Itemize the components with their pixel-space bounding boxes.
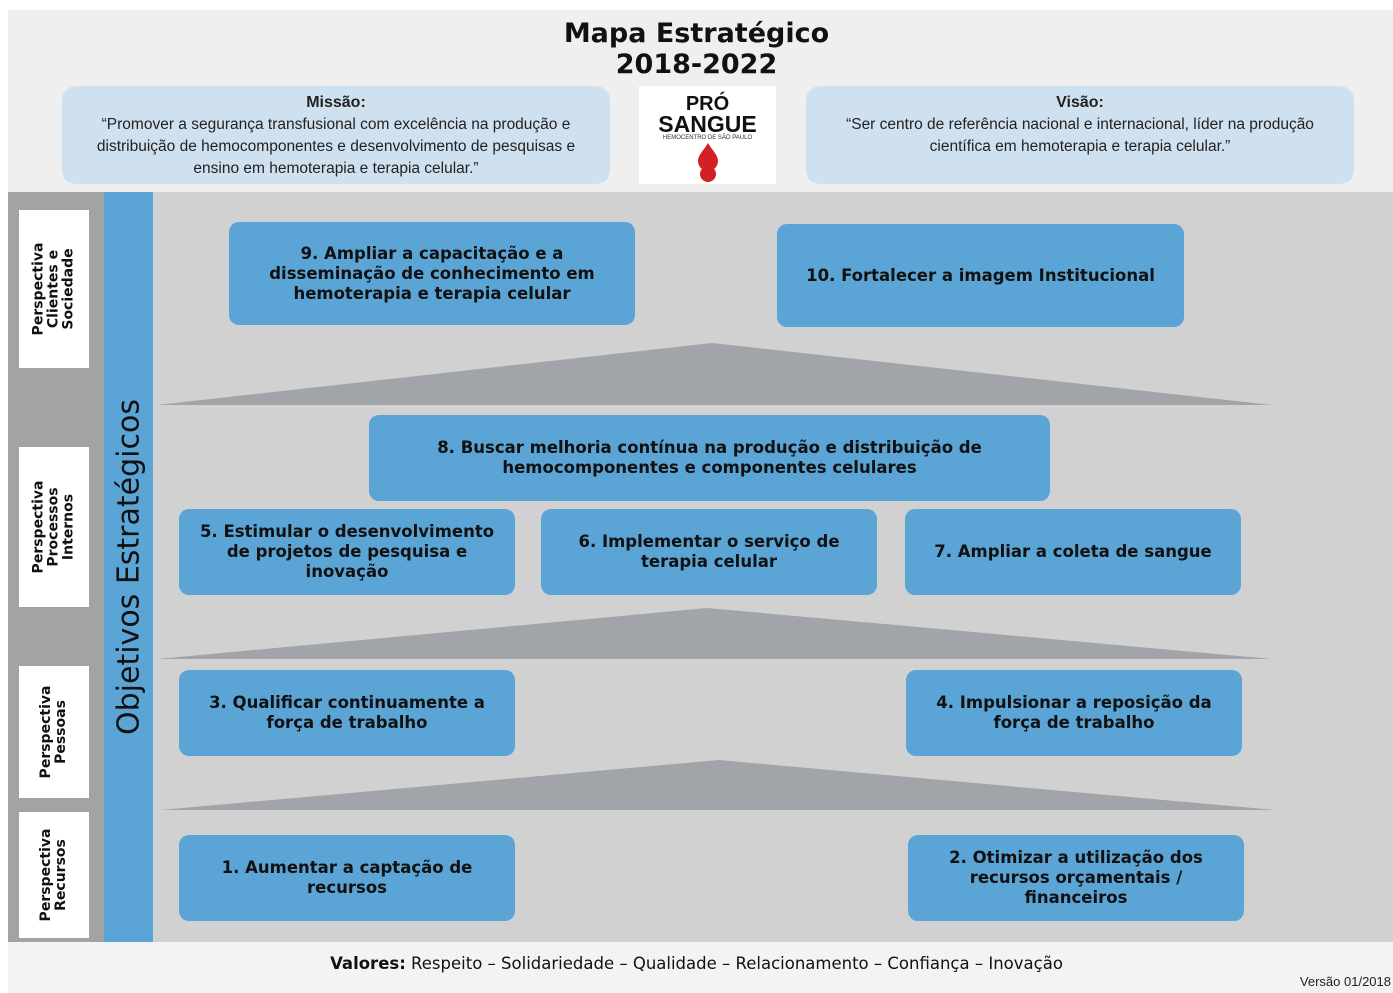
values-text: Respeito – Solidariedade – Qualidade – R…: [405, 954, 1063, 973]
objective-9-box: 9. Ampliar a capacitação e a disseminaçã…: [229, 222, 635, 325]
objective-8-box: 8. Buscar melhoria contínua na produção …: [369, 415, 1050, 501]
objective-3-box: 3. Qualificar continuamente a força de t…: [179, 670, 515, 756]
logo-line-3: HEMOCENTRO DE SÃO PAULO: [662, 135, 753, 141]
objective-7-box: 7. Ampliar a coleta de sangue: [905, 509, 1241, 595]
vision-heading: Visão:: [1056, 94, 1104, 111]
objective-1-box: 1. Aumentar a captação de recursos: [179, 835, 515, 921]
perspective-recursos-tab: Perspectiva Recursos: [19, 812, 89, 938]
arrow-pessoas-to-processos: [157, 608, 1272, 659]
perspective-clientes-tab: Perspectiva Clientes e Sociedade: [19, 210, 89, 368]
objective-5-box: 5. Estimular o desenvolvimento de projet…: [179, 509, 515, 595]
arrow-processos-to-clientes: [157, 343, 1272, 405]
vision-card: Visão: “Ser centro de referência naciona…: [806, 86, 1354, 184]
objective-6-box: 6. Implementar o serviço de terapia celu…: [541, 509, 877, 595]
title-line-1: Mapa Estratégico: [563, 18, 830, 49]
pro-sangue-logo: PRÓ SANGUE HEMOCENTRO DE SÃO PAULO: [639, 86, 776, 184]
page-title: Mapa Estratégico 2018-2022: [0, 18, 1393, 80]
mission-text: “Promover a segurança transfusional com …: [96, 116, 576, 177]
logo-line-1: PRÓ: [685, 93, 730, 115]
objective-4-box: 4. Impulsionar a reposição da força de t…: [906, 670, 1242, 756]
mission-heading: Missão:: [306, 94, 366, 111]
values-label: Valores:: [330, 954, 406, 973]
mission-card: Missão: “Promover a segurança transfusio…: [62, 86, 610, 184]
logo-line-2: SANGUE: [658, 111, 757, 137]
blood-drop-icon: [698, 143, 718, 182]
objectives-column: Objetivos Estratégicos: [104, 192, 153, 942]
objective-2-box: 2. Otimizar a utilização dos recursos or…: [908, 835, 1244, 921]
vision-text: “Ser centro de referência nacional e int…: [846, 116, 1314, 155]
objective-10-box: 10. Fortalecer a imagem Institucional: [777, 224, 1184, 327]
version-label: Versão 01/2018: [1299, 974, 1391, 989]
title-line-2: 2018-2022: [615, 49, 778, 80]
perspective-processos-tab: Perspectiva Processos Internos: [19, 447, 89, 607]
perspective-pessoas-tab: Perspectiva Pessoas: [19, 666, 89, 798]
arrow-recursos-to-pessoas: [160, 760, 1275, 810]
values-line: Valores: Respeito – Solidariedade – Qual…: [0, 954, 1393, 973]
footer-panel: [8, 942, 1393, 993]
